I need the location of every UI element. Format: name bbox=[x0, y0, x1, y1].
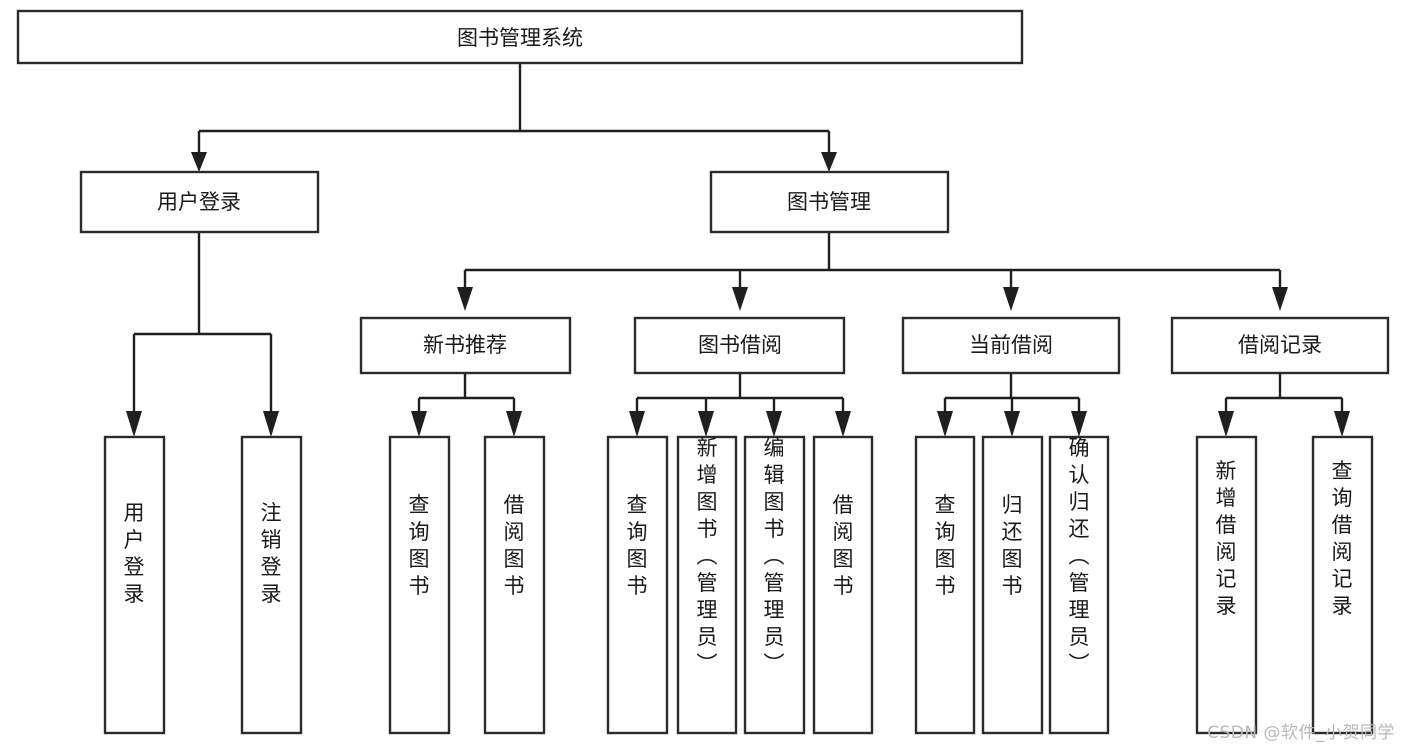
leaf-query-book-borrow[interactable]: 查询图书 bbox=[606, 435, 669, 735]
leaf-query-book-new[interactable]: 查询图书 bbox=[388, 435, 451, 735]
leaf-user-login[interactable]: 用户登录 bbox=[103, 435, 166, 735]
leaf-query-book-new-label: 查询图书 bbox=[409, 493, 430, 598]
arrow-to-book-borrow bbox=[732, 287, 748, 311]
leaf-query-book-borrow-label: 查询图书 bbox=[627, 493, 648, 598]
node-borrow-record[interactable]: 借阅记录 bbox=[1170, 316, 1390, 375]
arrow-to-leaf-query-book-3 bbox=[937, 411, 953, 437]
node-root-system-label: 图书管理系统 bbox=[457, 26, 583, 50]
leaf-confirm-return-admin-box[interactable] bbox=[1048, 435, 1110, 735]
leaf-user-login-box[interactable] bbox=[103, 435, 166, 735]
leaf-confirm-return-admin-label: 确认归还︵管理员︶ bbox=[1069, 436, 1090, 676]
leaf-user-login-label: 用户登录 bbox=[124, 501, 145, 606]
arrow-to-leaf-borrow-book-2 bbox=[835, 411, 851, 437]
node-book-borrow-box[interactable] bbox=[633, 316, 846, 375]
arrow-to-leaf-logout bbox=[263, 411, 279, 437]
leaf-query-borrow-record-box[interactable] bbox=[1311, 435, 1374, 735]
leaf-edit-book-admin-box[interactable] bbox=[743, 435, 806, 735]
leaf-return-book-box[interactable] bbox=[981, 435, 1044, 735]
node-borrow-record-label: 借阅记录 bbox=[1238, 333, 1322, 357]
node-borrow-record-box[interactable] bbox=[1170, 316, 1390, 375]
leaf-borrow-book-borrow-box[interactable] bbox=[812, 435, 874, 735]
leaf-query-book-new-box[interactable] bbox=[388, 435, 451, 735]
node-new-book-recommend-label: 新书推荐 bbox=[423, 333, 507, 357]
leaf-return-book[interactable]: 归还图书 bbox=[981, 435, 1044, 735]
leaf-borrow-book-new[interactable]: 借阅图书 bbox=[483, 435, 546, 735]
leaf-add-book-admin-box[interactable] bbox=[676, 435, 738, 735]
leaf-edit-book-admin-label: 编辑图书︵管理员︶ bbox=[764, 436, 785, 676]
leaf-logout[interactable]: 注销登录 bbox=[240, 435, 303, 735]
node-book-management[interactable]: 图书管理 bbox=[709, 170, 950, 234]
leaf-query-book-current-label: 查询图书 bbox=[935, 493, 956, 598]
arrow-to-leaf-borrow-book-1 bbox=[506, 411, 522, 437]
arrow-to-leaf-query-record bbox=[1334, 411, 1350, 437]
node-current-borrow-label: 当前借阅 bbox=[969, 333, 1053, 357]
arrow-to-leaf-query-book-2 bbox=[629, 411, 645, 437]
leaf-edit-book-admin[interactable]: 编辑图书︵管理员︶ bbox=[743, 435, 806, 735]
leaf-confirm-return-admin[interactable]: 确认归还︵管理员︶ bbox=[1048, 435, 1110, 735]
leaf-query-book-borrow-box[interactable] bbox=[606, 435, 669, 735]
connector-layer bbox=[126, 63, 1350, 437]
node-book-borrow-label: 图书借阅 bbox=[698, 333, 782, 357]
arrow-to-leaf-edit-book bbox=[766, 411, 782, 437]
arrow-to-leaf-user-login bbox=[126, 411, 142, 437]
node-book-management-label: 图书管理 bbox=[787, 190, 871, 214]
leaf-logout-box[interactable] bbox=[240, 435, 303, 735]
leaf-return-book-label: 归还图书 bbox=[1002, 493, 1023, 598]
arrow-to-leaf-return-book bbox=[1004, 411, 1020, 437]
leaf-borrow-book-borrow-label: 借阅图书 bbox=[833, 493, 854, 598]
leaf-add-book-admin[interactable]: 新增图书︵管理员︶ bbox=[676, 435, 738, 735]
arrow-to-borrow-record bbox=[1272, 287, 1288, 311]
node-root-system-box[interactable] bbox=[16, 9, 1024, 65]
arrow-to-current-borrow bbox=[1003, 287, 1019, 311]
leaf-borrow-book-borrow[interactable]: 借阅图书 bbox=[812, 435, 874, 735]
leaf-borrow-book-new-label: 借阅图书 bbox=[504, 493, 525, 598]
arrow-to-leaf-query-book-1 bbox=[411, 411, 427, 437]
leaf-query-book-current[interactable]: 查询图书 bbox=[914, 435, 976, 735]
arrow-to-leaf-add-record bbox=[1218, 411, 1234, 437]
node-current-borrow[interactable]: 当前借阅 bbox=[901, 316, 1121, 375]
node-current-borrow-box[interactable] bbox=[901, 316, 1121, 375]
node-book-borrow[interactable]: 图书借阅 bbox=[633, 316, 846, 375]
node-root-system[interactable]: 图书管理系统 bbox=[16, 9, 1024, 65]
leaf-add-borrow-record-label: 新增借阅记录 bbox=[1216, 459, 1237, 618]
arrow-root-to-user-login bbox=[191, 152, 207, 172]
leaf-add-book-admin-label: 新增图书︵管理员︶ bbox=[697, 436, 718, 676]
arrow-to-leaf-confirm-return bbox=[1071, 411, 1087, 437]
leaf-logout-label: 注销登录 bbox=[261, 501, 282, 606]
arrow-to-new-book-rec bbox=[457, 287, 473, 311]
arrow-to-leaf-add-book bbox=[698, 411, 714, 437]
node-user-login-box[interactable] bbox=[79, 170, 320, 234]
arrow-root-to-book-mgmt bbox=[821, 152, 837, 172]
leaf-query-book-current-box[interactable] bbox=[914, 435, 976, 735]
node-user-login-label: 用户登录 bbox=[157, 190, 241, 214]
leaf-add-borrow-record[interactable]: 新增借阅记录 bbox=[1195, 435, 1258, 735]
leaf-query-borrow-record[interactable]: 查询借阅记录 bbox=[1311, 435, 1374, 735]
node-user-login[interactable]: 用户登录 bbox=[79, 170, 320, 234]
node-new-book-recommend-box[interactable] bbox=[359, 316, 572, 375]
node-book-management-box[interactable] bbox=[709, 170, 950, 234]
leaf-add-borrow-record-box[interactable] bbox=[1195, 435, 1258, 735]
leaf-query-borrow-record-label: 查询借阅记录 bbox=[1332, 459, 1353, 618]
node-new-book-recommend[interactable]: 新书推荐 bbox=[359, 316, 572, 375]
leaf-borrow-book-new-box[interactable] bbox=[483, 435, 546, 735]
